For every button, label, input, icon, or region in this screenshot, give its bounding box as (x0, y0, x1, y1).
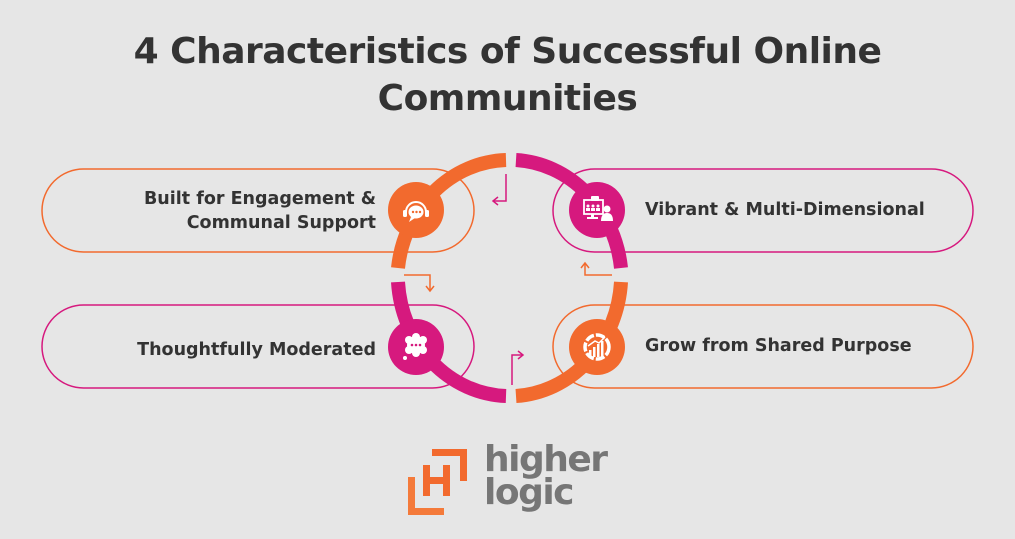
characteristic-top-left: Built for Engagement & Communal Support (60, 187, 376, 235)
logo-line-1: higher (484, 439, 608, 480)
characteristic-top-left-line-2: Communal Support (186, 213, 376, 233)
characteristic-bottom-right-line-1: Grow from Shared Purpose (645, 336, 912, 356)
characteristic-top-right: Vibrant & Multi-Dimensional (645, 198, 965, 222)
pill-outline-bottom-right (552, 304, 974, 389)
logo-wordmark: higher logic (484, 439, 608, 513)
headset-chat-icon (403, 201, 429, 222)
arrow-bottom-head (517, 350, 525, 360)
characteristic-top-right-line-1: Vibrant & Multi-Dimensional (645, 200, 925, 220)
thought-bubble-icon (403, 333, 427, 360)
higher-logic-mark-icon (408, 449, 467, 515)
arrow-right-head (580, 261, 590, 269)
video-conference-icon (583, 196, 613, 221)
arrow-bottom (511, 354, 522, 385)
title-line-1: 4 Characteristics of Successful Online (133, 31, 882, 72)
arrow-right (584, 264, 612, 276)
higher-logic-logo: higher logic (400, 439, 620, 525)
pill-outline-top-left (41, 168, 475, 253)
page-title: 4 Characteristics of Successful Online C… (0, 28, 1015, 122)
arrow-top-head (491, 196, 499, 206)
logo-line-2: logic (484, 472, 575, 513)
arrow-left-head (425, 285, 435, 293)
arrow-left (404, 274, 431, 290)
characteristic-bottom-left: Thoughtfully Moderated (60, 338, 376, 362)
characteristic-top-left-line-1: Built for Engagement & (143, 189, 376, 209)
arrow-top (494, 174, 507, 202)
pill-outline-top-right (552, 168, 974, 253)
growth-chart-icon (583, 333, 611, 361)
characteristic-bottom-right: Grow from Shared Purpose (645, 334, 965, 358)
title-line-2: Communities (377, 78, 638, 119)
characteristic-bottom-left-line-1: Thoughtfully Moderated (137, 340, 376, 360)
pill-outline-bottom-left (41, 304, 475, 389)
